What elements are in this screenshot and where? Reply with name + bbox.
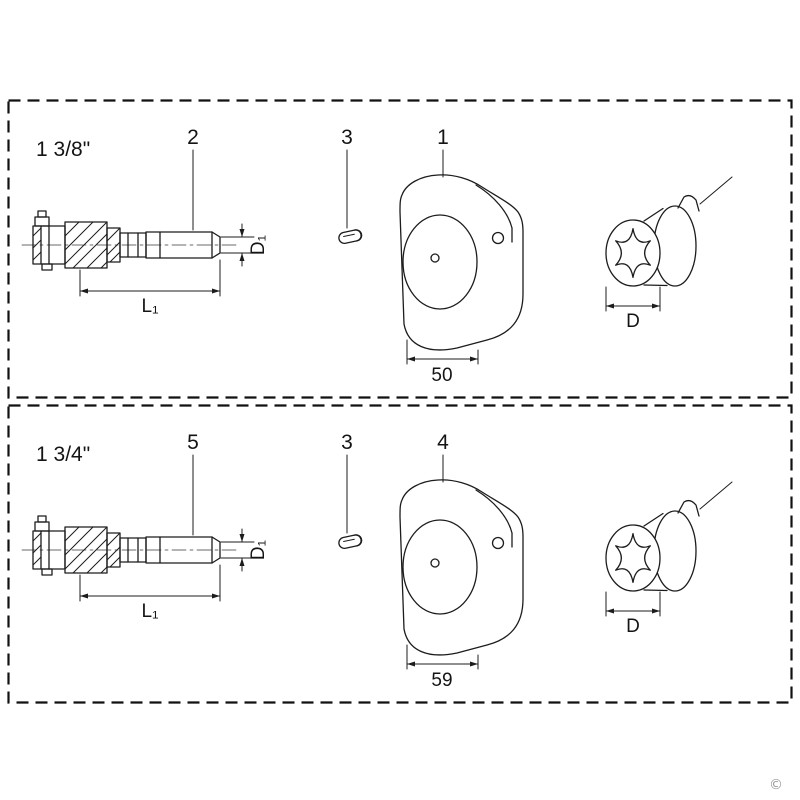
- size-label: 1 3/8": [36, 138, 90, 161]
- callout-pin: 3: [341, 126, 353, 149]
- panel-border: [7, 99, 793, 399]
- dim-housing-width-label: 59: [431, 670, 452, 691]
- dim-housing-width-label: 50: [431, 365, 452, 386]
- copyright-mark: ©: [769, 777, 783, 793]
- dim-shaft-length-label: L₁: [142, 296, 159, 317]
- panel-1-3-4: 1 3/4" 5 3 4 D₁ L₁ 59 D: [7, 404, 793, 704]
- dim-sleeve-bore-label: D: [626, 616, 640, 637]
- callout-housing: 1: [437, 126, 449, 149]
- callout-housing: 4: [437, 431, 449, 454]
- dim-shaft-length-label: L₁: [142, 601, 159, 622]
- callout-pin: 3: [341, 431, 353, 454]
- size-label: 1 3/4": [36, 443, 90, 466]
- dim-shaft-diameter-label: D₁: [248, 235, 269, 255]
- callout-shaft: 2: [187, 126, 199, 149]
- panel-border: [7, 404, 793, 704]
- dim-sleeve-bore-label: D: [626, 311, 640, 332]
- panel-1-3-8: 1 3/8" 2 3 1 D₁ L₁ 50 D: [7, 99, 793, 399]
- dim-shaft-diameter-label: D₁: [248, 540, 269, 560]
- callout-shaft: 5: [187, 431, 199, 454]
